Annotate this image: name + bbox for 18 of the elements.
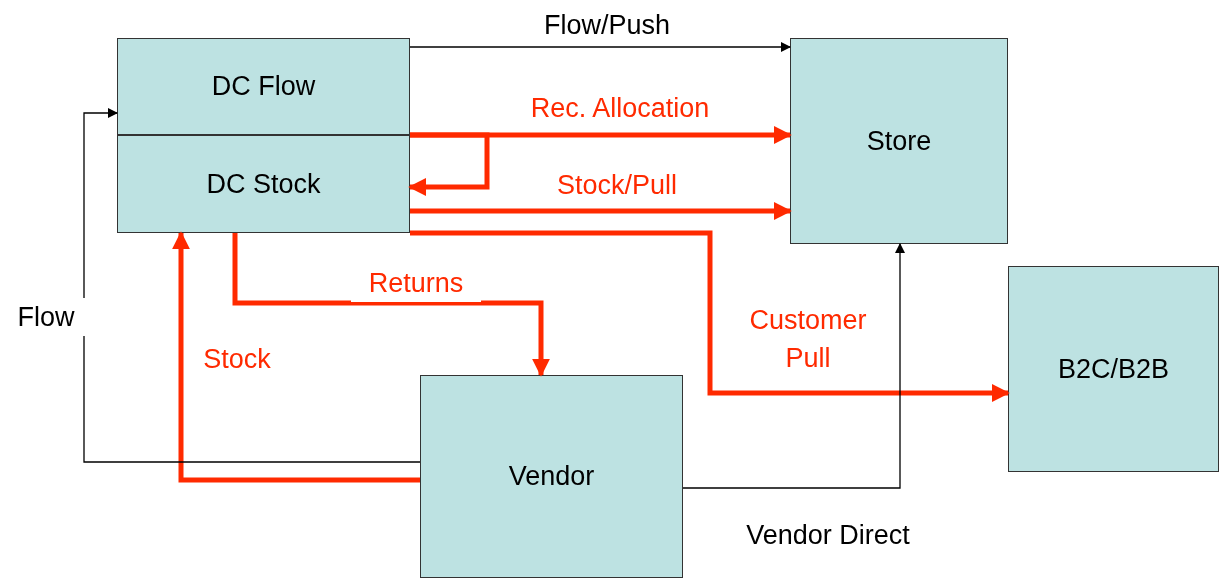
arrow: [83, 108, 421, 463]
arrow: [172, 231, 420, 483]
node-label: Store: [866, 124, 932, 158]
node-label: Vendor: [508, 460, 595, 494]
process-box: [117, 135, 410, 233]
node-label: DC Flow: [211, 70, 316, 104]
process-box: [117, 38, 410, 135]
arrow: [410, 202, 792, 220]
arrow: [682, 243, 905, 489]
process-box: [1008, 266, 1219, 472]
process-box: [790, 38, 1008, 244]
node-label: DC Stock: [206, 167, 321, 201]
arrow: [408, 132, 490, 196]
arrow: [410, 230, 1010, 402]
process-box: [420, 375, 683, 578]
node-label: B2C/B2B: [1057, 352, 1170, 386]
arrow: [232, 233, 550, 377]
arrow: [409, 42, 791, 52]
